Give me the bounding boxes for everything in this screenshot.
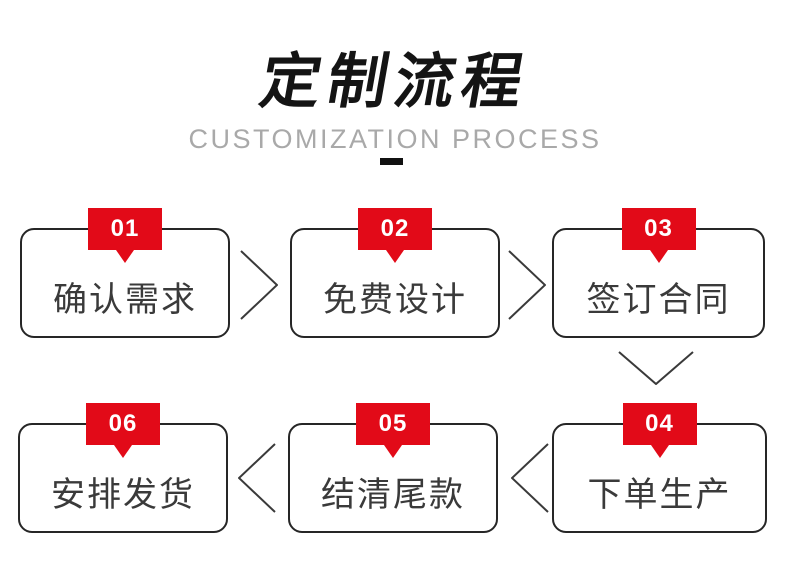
step-number-badge: 02: [358, 208, 432, 263]
step-box-01: 01 确认需求: [20, 208, 230, 338]
title-underline-dash: [380, 158, 403, 165]
step-box-05: 05 结清尾款: [288, 403, 498, 533]
chevron-left-icon: [238, 443, 276, 513]
step-number-badge: 06: [86, 403, 160, 458]
step-box-02: 02 免费设计: [290, 208, 500, 338]
step-box-04: 04 下单生产: [552, 403, 767, 533]
step-label: 安排发货: [51, 475, 195, 514]
badge-notch: [116, 250, 134, 263]
page-title: 定制流程: [255, 48, 535, 115]
step-box-06: 06 安排发货: [18, 403, 228, 533]
step-number: 02: [380, 215, 410, 242]
page-subtitle: CUSTOMIZATION PROCESS: [188, 124, 602, 154]
step-label: 确认需求: [53, 280, 197, 319]
chevron-left-icon: [511, 443, 549, 513]
step-number: 03: [644, 215, 673, 242]
badge-notch: [650, 445, 669, 458]
step-label: 签订合同: [586, 280, 731, 319]
step-label: 免费设计: [323, 280, 467, 319]
step-number: 01: [110, 215, 140, 242]
step-number: 06: [108, 410, 138, 437]
step-number-badge: 04: [622, 403, 697, 458]
badge-notch: [114, 445, 132, 458]
badge-notch: [649, 250, 668, 263]
step-number-badge: 01: [88, 208, 162, 263]
step-label: 结清尾款: [321, 475, 465, 514]
badge-notch: [384, 445, 402, 458]
chevron-right-icon: [508, 250, 546, 320]
step-label: 下单生产: [587, 475, 732, 514]
step-box-03: 03 签订合同: [552, 208, 765, 338]
step-number-badge: 05: [356, 403, 430, 458]
chevron-down-icon: [618, 351, 694, 385]
step-number: 04: [645, 410, 674, 437]
badge-notch: [386, 250, 404, 263]
chevron-right-icon: [240, 250, 278, 320]
step-number-badge: 03: [621, 208, 696, 263]
step-number: 05: [378, 410, 408, 437]
